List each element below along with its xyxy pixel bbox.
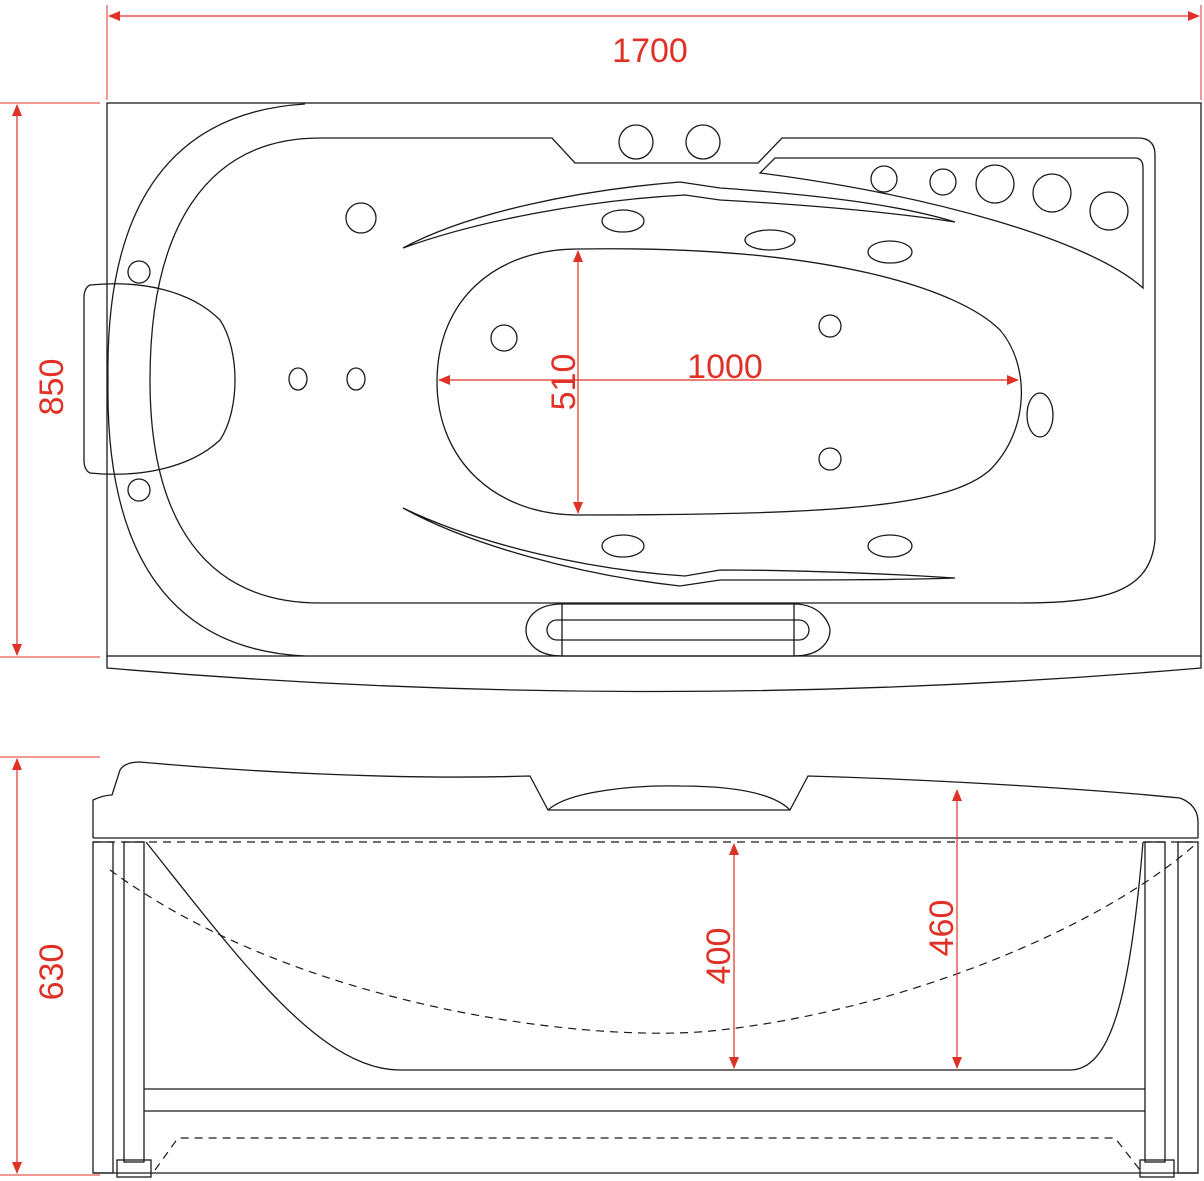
side-view: 630 400 460 (0, 756, 1199, 1178)
jet (818, 447, 842, 471)
front-handle (525, 603, 831, 657)
dim-depth-inner: 400 (700, 928, 738, 985)
dim-overall-length: 1700 (612, 32, 688, 70)
jet (288, 367, 308, 391)
dim-overall-height: 630 (33, 944, 71, 1001)
jet (601, 534, 645, 558)
top-view: 1700 850 1000 510 (0, 5, 1202, 693)
jet (744, 229, 796, 251)
dim-inner-width: 510 (545, 354, 583, 411)
side-view-right-leg (1177, 841, 1199, 1174)
control-button (870, 165, 898, 193)
side-view-left-leg (92, 841, 114, 1174)
jet (1026, 392, 1054, 438)
control-knob (1089, 191, 1129, 231)
side-view-basin-dashed (109, 841, 1199, 1034)
control-knob (1032, 173, 1072, 213)
jet (345, 202, 377, 234)
top-view-basin (436, 248, 1023, 516)
headrest (83, 283, 236, 475)
side-view-left-post (123, 841, 145, 1163)
jet (601, 209, 645, 233)
control-knob (975, 164, 1015, 204)
jet (127, 260, 151, 284)
control-knob (685, 124, 721, 160)
jet (127, 478, 151, 502)
top-view-front-apron (106, 656, 1202, 693)
top-view-armrest-upper (402, 181, 956, 249)
top-view-rim-inner (149, 137, 1156, 604)
jets (127, 124, 1129, 558)
front-handle-grip (546, 619, 810, 641)
jet (867, 240, 913, 264)
side-view-right-foot (1139, 1159, 1175, 1178)
side-view-basin-profile (145, 841, 1144, 1071)
control-knob (618, 124, 654, 160)
jet (867, 534, 913, 558)
dim-overall-width: 850 (33, 359, 71, 416)
side-view-rim (92, 761, 1199, 838)
side-view-base-dashed (154, 1137, 1141, 1171)
side-view-right-post (1144, 841, 1166, 1163)
top-view-armrest-lower (402, 507, 956, 587)
control-button (929, 168, 957, 196)
jet (490, 324, 518, 352)
side-view-left-foot (116, 1159, 152, 1178)
side-view-headrest-handle (547, 785, 791, 811)
dim-depth-rim: 460 (923, 900, 961, 957)
top-view-seat-right (758, 157, 1144, 290)
jet (818, 314, 842, 338)
top-view-rim-outer (107, 103, 306, 657)
jet (346, 367, 366, 391)
dim-inner-length: 1000 (687, 348, 763, 386)
